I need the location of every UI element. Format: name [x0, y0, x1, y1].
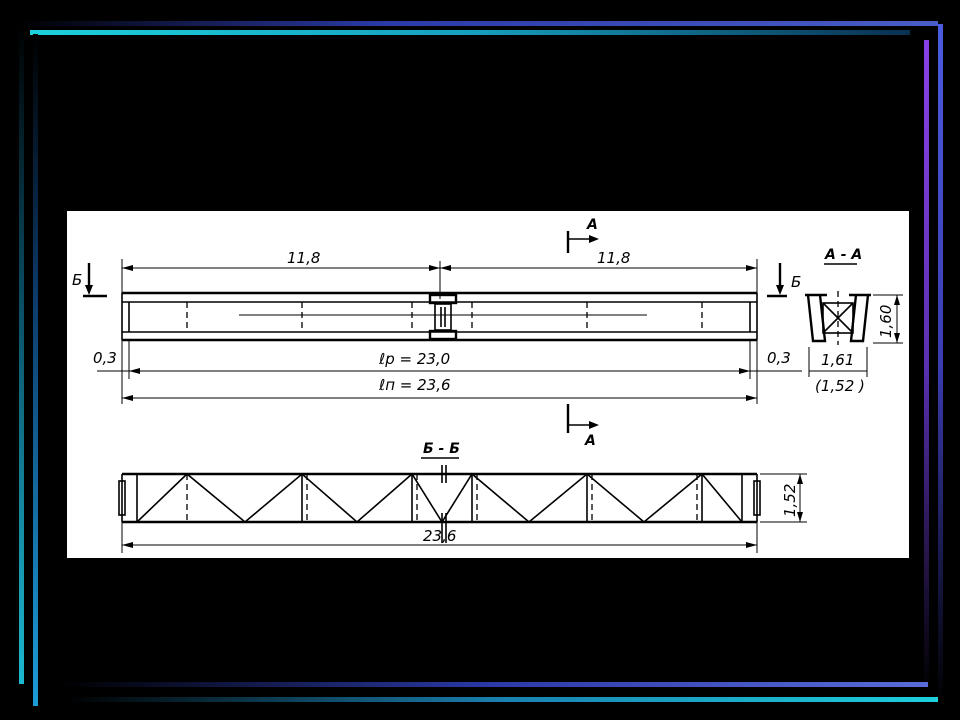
section-aa-brace: [822, 302, 854, 334]
arrow-head: [589, 235, 599, 243]
frame-bottom-line-inner: [66, 697, 938, 702]
arrow-head: [894, 333, 900, 343]
frame-left-line-inner: [33, 34, 38, 706]
arrow-head: [746, 542, 757, 548]
truss-length-label: 23,6: [423, 527, 456, 545]
truss-right-bearing: [753, 480, 761, 516]
arrow-head: [429, 265, 440, 271]
top-view: 11,8 11,8: [72, 217, 802, 449]
arrow-head: [776, 285, 784, 295]
section-aa-width-label: 1,61: [821, 351, 854, 369]
cut-b-left-label: Б: [72, 271, 82, 289]
central-joint-body: [434, 303, 452, 331]
arrow-head: [739, 368, 750, 374]
central-joint-bottom-plate: [428, 329, 458, 341]
arrow-head: [440, 265, 451, 271]
frame-left-line-outer: [19, 24, 24, 684]
section-aa: А - А 1,60 1,61 (1,52 ): [805, 247, 903, 395]
frame-top-line-outer: [18, 21, 938, 26]
truss-diagonals: [136, 472, 743, 524]
dim-span-design-label: ℓр = 23,0: [378, 350, 450, 368]
dim-span-total-label: ℓп = 23,6: [378, 376, 451, 394]
cut-a-bottom-label: А: [584, 433, 596, 449]
section-aa-height-label: 1,60: [877, 305, 895, 338]
truss-drawing: 11,8 11,8: [72, 217, 903, 553]
cut-b-right-label: Б: [791, 273, 801, 291]
frame-right-line-outer: [938, 24, 943, 704]
section-bb-title: Б - Б: [423, 441, 460, 457]
dim-left-half-label: 11,8: [287, 249, 320, 267]
section-bb: Б - Б: [118, 441, 807, 553]
arrow-head: [122, 395, 133, 401]
arrow-head: [122, 542, 133, 548]
arrow-head: [797, 512, 803, 522]
arrow-head: [746, 265, 757, 271]
arrow-head: [122, 265, 133, 271]
frame-top-line-inner: [30, 30, 910, 35]
truss-height-label: 1,52: [781, 484, 799, 517]
arrow-head: [85, 285, 93, 295]
arrow-head: [894, 295, 900, 305]
section-aa-title: А - А: [824, 247, 862, 263]
central-joint-top-plate: [428, 293, 458, 305]
arrow-head: [797, 474, 803, 484]
frame-bottom-line-outer: [60, 682, 928, 687]
truss-left-bearing: [118, 480, 126, 516]
frame-right-line-inner: [924, 40, 929, 692]
dim-right-half-label: 11,8: [597, 249, 630, 267]
section-aa-width-alt-label: (1,52 ): [815, 377, 865, 395]
dim-offset-left-label: 0,3: [93, 349, 117, 367]
truss-drawing-panel: 11,8 11,8: [67, 211, 909, 558]
arrow-head: [589, 421, 599, 429]
dim-offset-right-label: 0,3: [767, 349, 791, 367]
arrow-head: [746, 395, 757, 401]
cut-a-top-label: А: [586, 217, 598, 233]
arrow-head: [129, 368, 140, 374]
